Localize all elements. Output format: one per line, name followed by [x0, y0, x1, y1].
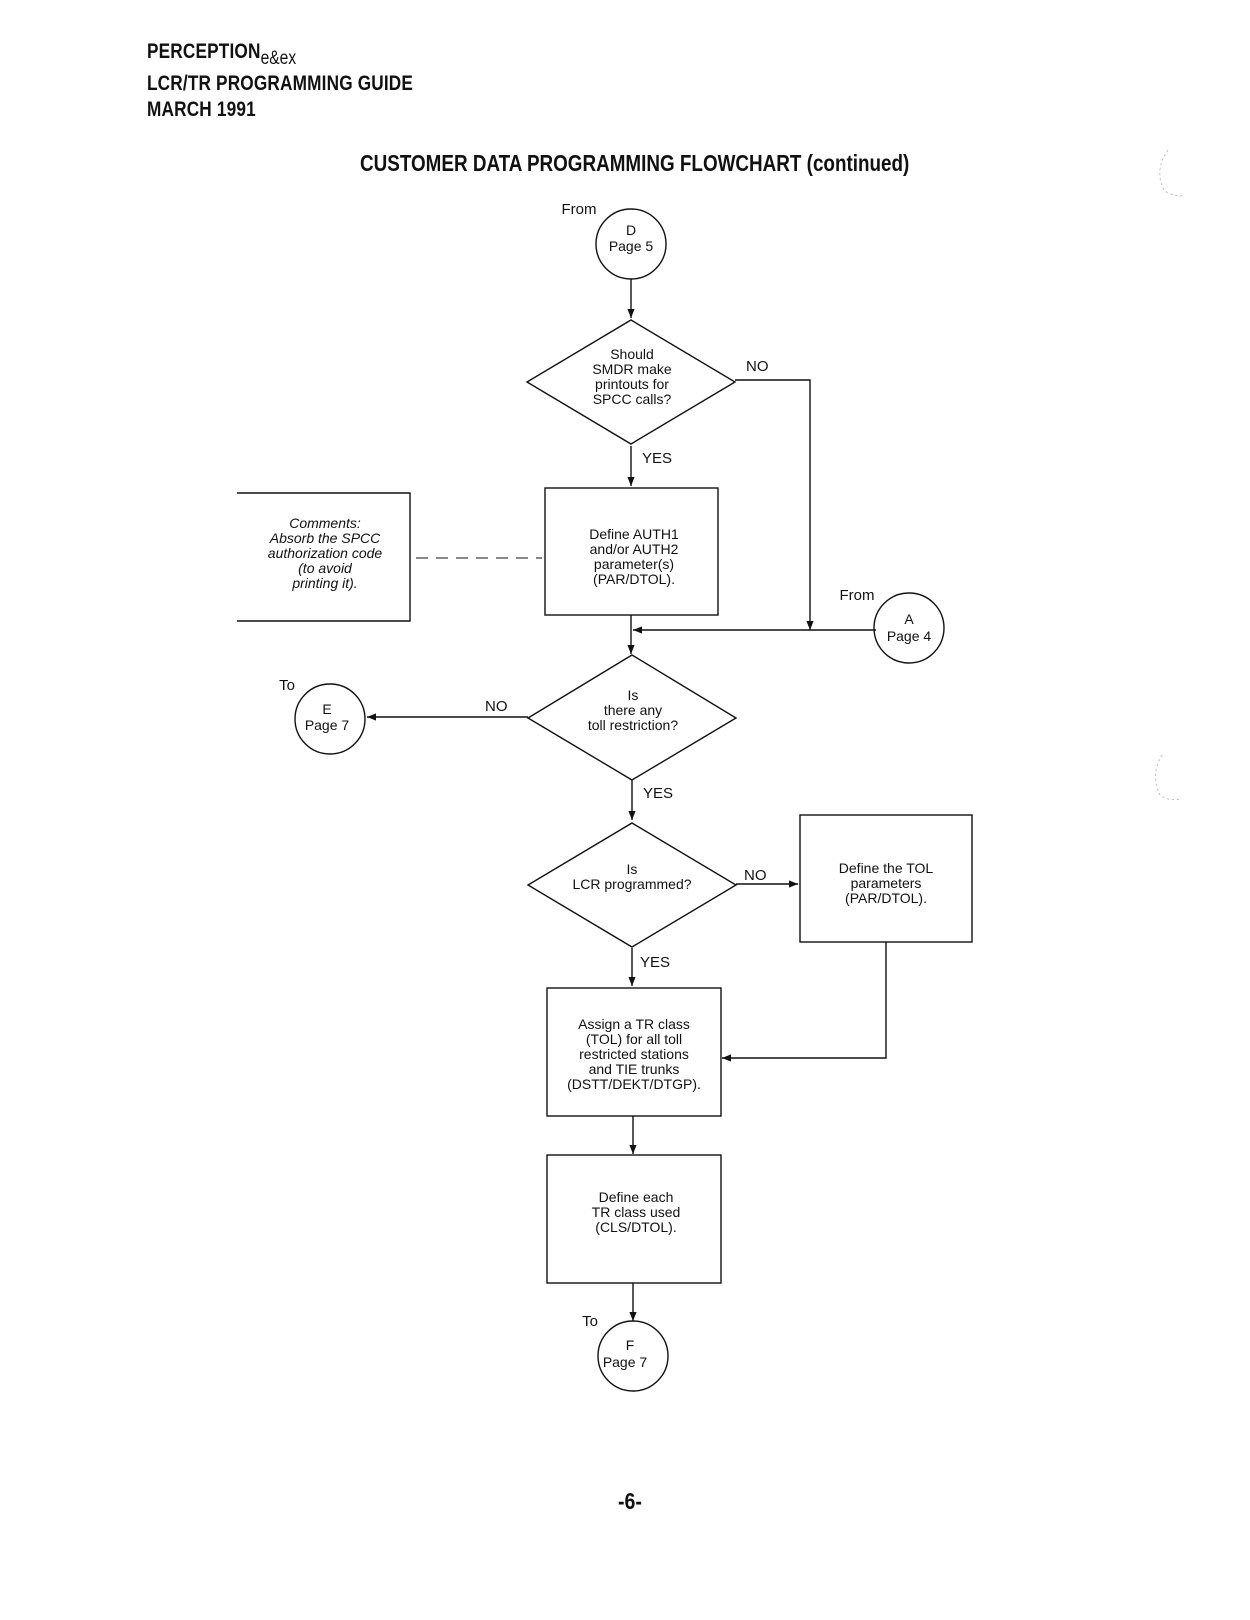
- decision-smdr-shape: [525, 319, 737, 445]
- connector-d-letter: D: [626, 222, 636, 238]
- decision-smdr-line-2: SMDR make: [592, 361, 672, 377]
- process-define-each-line-1: Define each: [599, 1189, 674, 1205]
- product-name: PERCEPTION: [147, 40, 261, 63]
- process-auth-box: [544, 487, 719, 616]
- process-assign-line-3: restricted stations: [579, 1046, 689, 1062]
- connector-f-caption: To: [582, 1313, 598, 1330]
- connector-d-caption: From: [562, 201, 597, 218]
- toll-yes-label: YES: [643, 785, 673, 802]
- connector-e-page: Page 7: [305, 717, 350, 733]
- comment-line-1: Comments:: [289, 515, 361, 531]
- decision-toll-shape: [526, 654, 738, 781]
- page-title: CUSTOMER DATA PROGRAMMING FLOWCHART (con…: [360, 150, 910, 176]
- connector-a-caption: From: [840, 587, 875, 604]
- decision-toll-line-3: toll restriction?: [588, 717, 678, 733]
- process-assign-line-1: Assign a TR class: [578, 1016, 690, 1032]
- comment-line-3: authorization code: [268, 545, 383, 561]
- connector-d-page: Page 5: [609, 238, 654, 254]
- connector-e-caption: To: [279, 677, 295, 694]
- edge-tol-to-assign: [722, 942, 887, 1062]
- connector-f-letter: F: [626, 1337, 635, 1353]
- process-assign-box: [546, 987, 722, 1117]
- connector-e-circle: [294, 683, 366, 755]
- page-number: -6-: [618, 1488, 642, 1514]
- connector-a-letter: A: [904, 611, 914, 627]
- process-tol-line-3: (PAR/DTOL).: [845, 890, 927, 906]
- product-suffix: e&ex: [260, 48, 297, 69]
- process-define-each-box: [546, 1154, 722, 1284]
- process-auth-line-4: (PAR/DTOL).: [593, 571, 675, 587]
- lcr-yes-label: YES: [640, 954, 670, 971]
- decision-smdr-line-4: SPCC calls?: [593, 391, 672, 407]
- process-assign-line-5: (DSTT/DEKT/DTGP).: [567, 1076, 701, 1092]
- connector-f-page: Page 7: [603, 1354, 648, 1370]
- connector-a-page: Page 4: [887, 628, 932, 644]
- decision-lcr-shape: [526, 822, 738, 948]
- connector-e-letter: E: [322, 701, 331, 717]
- toll-no-label: NO: [485, 698, 508, 715]
- process-auth-line-2: and/or AUTH2: [590, 541, 679, 557]
- process-tol-line-1: Define the TOL: [839, 860, 934, 876]
- comment-bracket: [237, 492, 411, 622]
- smdr-no-label: NO: [746, 358, 769, 375]
- decision-toll-line-1: Is: [628, 687, 639, 703]
- header-product: PERCEPTIONe&ex: [147, 40, 296, 70]
- process-auth-line-1: Define AUTH1: [589, 526, 679, 542]
- comment-line-4: (to avoid: [298, 560, 353, 576]
- process-define-each-line-3: (CLS/DTOL).: [595, 1219, 676, 1235]
- decision-smdr-line-1: Should: [610, 346, 654, 362]
- header-date: MARCH 1991: [147, 98, 256, 121]
- decision-toll-line-2: there any: [604, 702, 662, 718]
- process-auth-line-3: parameter(s): [594, 556, 674, 572]
- process-tol-line-2: parameters: [851, 875, 922, 891]
- header-guide: LCR/TR PROGRAMMING GUIDE: [147, 72, 414, 95]
- connector-f-circle: [597, 1320, 669, 1392]
- comment-line-5: printing it).: [291, 575, 357, 591]
- process-assign-line-4: and TIE trunks: [589, 1061, 680, 1077]
- decision-lcr-line-1: Is: [627, 861, 638, 877]
- connector-d-circle: [595, 208, 667, 280]
- process-tol-box: [799, 814, 973, 943]
- comment-line-2: Absorb the SPCC: [269, 530, 381, 546]
- decision-smdr-line-3: printouts for: [595, 376, 669, 392]
- process-assign-line-2: (TOL) for all toll: [586, 1031, 682, 1047]
- smdr-yes-label: YES: [642, 450, 672, 467]
- process-define-each-line-2: TR class used: [592, 1204, 681, 1220]
- lcr-no-label: NO: [744, 867, 767, 884]
- decision-lcr-line-2: LCR programmed?: [572, 876, 691, 892]
- connector-a-circle: [873, 592, 945, 664]
- edge-smdr-no: [735, 379, 814, 630]
